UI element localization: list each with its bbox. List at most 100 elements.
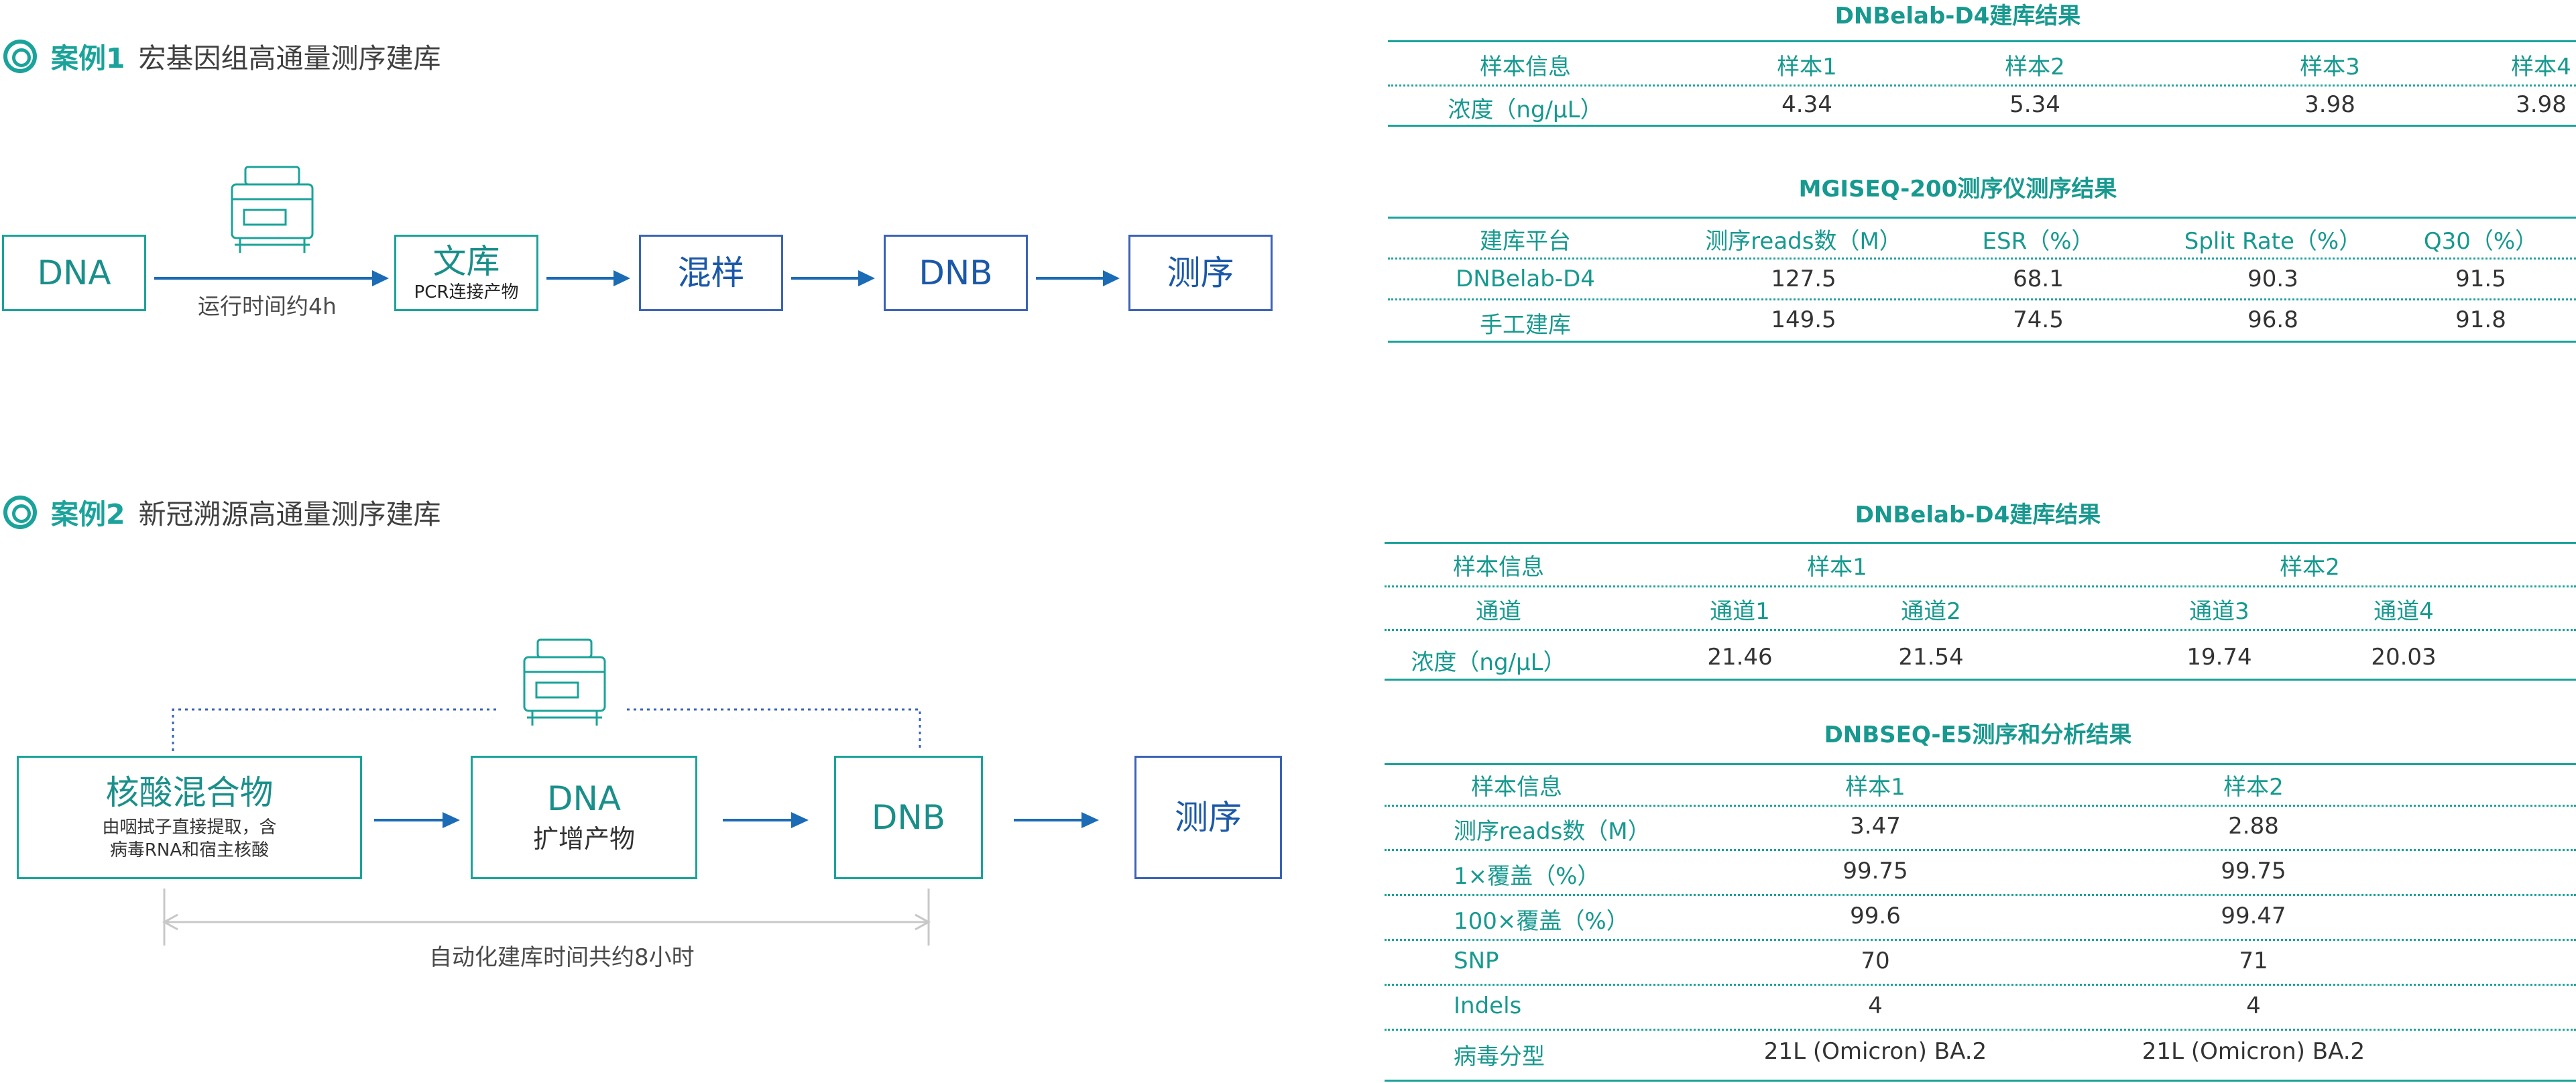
case1-t1-h1: 样本1	[1777, 54, 1837, 80]
case2-t2-r1c0: 1×覆盖（%）	[1454, 863, 1600, 890]
divider	[1388, 341, 2576, 343]
case2-nucleic-label: 核酸混合物	[105, 773, 274, 813]
case2-title: 新冠溯源高通量测序建库	[138, 498, 441, 530]
case1-t2-r1c1: 149.5	[1771, 306, 1836, 333]
case2-dnb-label: DNB	[871, 798, 946, 837]
case1-t1-r2: 5.34	[2009, 91, 2060, 118]
case2-t2-r0c2: 2.88	[2228, 813, 2279, 840]
case2-t2-r2c1: 99.6	[1850, 903, 1901, 929]
case2-heading: 案例2 新冠溯源高通量测序建库	[0, 485, 441, 538]
case2-t2-r3c0: SNP	[1454, 948, 1499, 974]
case1-table2-title: MGISEQ-200测序仪测序结果	[1798, 176, 2117, 203]
case2-t2-h2: 样本2	[2223, 774, 2284, 801]
case2-table1-title: DNBelab-D4建库结果	[1855, 502, 2101, 528]
case2-t2-r1c2: 99.75	[2221, 858, 2286, 885]
case2-t1-r1c4: 通道4	[2374, 598, 2434, 625]
instrument-icon	[231, 166, 314, 253]
case2-t1-r1c1: 通道1	[1710, 598, 1770, 625]
case2-t2-h1: 样本1	[1845, 774, 1906, 801]
case1-label: 案例1	[51, 42, 125, 74]
divider	[1388, 40, 2576, 42]
divider	[1388, 298, 2576, 300]
instrument-icon	[523, 638, 606, 726]
case1-dnb-label: DNB	[919, 253, 993, 292]
divider	[1385, 629, 2576, 631]
case2-t2-r0c0: 测序reads数（M）	[1454, 818, 1651, 845]
case1-t1-r0: 浓度（ng/μL）	[1448, 97, 1603, 123]
case2-seq-label: 测序	[1175, 798, 1242, 837]
divider	[1385, 805, 2576, 807]
case1-t2-r0c0: DNBelab-D4	[1456, 266, 1595, 292]
case2-nucleic-sub1: 由咽拭子直接提取，含	[102, 817, 277, 838]
divider	[1385, 849, 2576, 851]
divider	[1388, 217, 2576, 219]
case1-t2-r0c1: 127.5	[1771, 266, 1836, 292]
case1-library-box: 文库 PCR连接产物	[394, 235, 538, 311]
case2-t2-r0c1: 3.47	[1850, 813, 1901, 840]
case1-t2-r0c4: 91.5	[2455, 266, 2506, 292]
case2-t2-r4c1: 4	[1868, 992, 1883, 1019]
case1-seq-box: 测序	[1128, 235, 1273, 311]
case1-t1-r3: 3.98	[2304, 91, 2355, 118]
case2-t1-r2c3: 19.74	[2186, 644, 2252, 671]
case2-t1-r0c1: 样本1	[1807, 554, 1867, 581]
divider	[1385, 1029, 2576, 1031]
case1-mix-box: 混样	[639, 235, 783, 311]
divider	[1385, 939, 2576, 941]
case2-t2-r5c0: 病毒分型	[1454, 1043, 1545, 1070]
case1-t1-r1: 4.34	[1781, 91, 1832, 118]
case1-t2-h3: Split Rate（%）	[2184, 228, 2362, 255]
case1-t1-h3: 样本3	[2300, 54, 2360, 80]
case1-library-sub: PCR连接产物	[414, 282, 519, 303]
divider	[1385, 984, 2576, 986]
case2-nucleic-box: 核酸混合物 由咽拭子直接提取，含 病毒RNA和宿主核酸	[17, 756, 362, 879]
case1-t2-h0: 建库平台	[1480, 228, 1571, 255]
case2-t2-r2c2: 99.47	[2221, 903, 2286, 929]
case2-t1-r2c2: 21.54	[1898, 644, 1964, 671]
divider	[1385, 1080, 2576, 1082]
case2-t2-r5c1: 21L (Omicron) BA.2	[1763, 1038, 1987, 1065]
case2-t1-r1c0: 通道	[1476, 598, 1521, 625]
case1-arrows	[154, 270, 1120, 286]
case1-t2-r1c3: 96.8	[2247, 306, 2298, 333]
divider	[1385, 763, 2576, 765]
case1-t2-r0c3: 90.3	[2247, 266, 2298, 292]
case1-dna-box: DNA	[2, 235, 146, 311]
case1-t2-r1c0: 手工建库	[1480, 312, 1571, 339]
case1-t1-h0: 样本信息	[1480, 54, 1571, 80]
case2-t1-r0c0: 样本信息	[1453, 554, 1544, 581]
case1-t1-h4: 样本4	[2511, 54, 2571, 80]
case2-t2-r1c1: 99.75	[1842, 858, 1908, 885]
case1-library-label: 文库	[432, 242, 500, 282]
case2-bracket	[172, 708, 921, 751]
case1-t1-r4: 3.98	[2516, 91, 2567, 118]
case1-dnb-box: DNB	[884, 235, 1028, 311]
divider	[1385, 894, 2576, 896]
case1-dna-label: DNA	[37, 253, 111, 292]
case2-t1-r2c0: 浓度（ng/μL）	[1411, 649, 1566, 676]
case1-caption: 运行时间约4h	[198, 293, 337, 319]
case2-dna-sub: 扩增产物	[532, 824, 635, 854]
case1-title: 宏基因组高通量测序建库	[138, 42, 441, 74]
case1-t2-h2: ESR（%）	[1982, 228, 2095, 255]
case2-t2-r3c1: 70	[1861, 948, 1890, 974]
divider	[1385, 679, 2576, 681]
case2-arrows	[374, 812, 1099, 828]
case2-t1-r2c4: 20.03	[2371, 644, 2437, 671]
case2-t2-r5c2: 21L (Omicron) BA.2	[2142, 1038, 2365, 1065]
case1-mix-label: 混样	[677, 253, 745, 292]
case1-table1-title: DNBelab-D4建库结果	[1834, 3, 2081, 30]
case1-seq-label: 测序	[1167, 253, 1234, 292]
case2-t2-r4c0: Indels	[1454, 992, 1522, 1019]
case2-dnb-box: DNB	[834, 756, 983, 879]
case2-label: 案例2	[51, 498, 125, 530]
divider	[1385, 542, 2576, 544]
case1-t2-r1c2: 74.5	[2013, 306, 2064, 333]
case2-t2-h0: 样本信息	[1471, 774, 1562, 801]
case2-t1-r1c3: 通道3	[2189, 598, 2249, 625]
case1-t2-h4: Q30（%）	[2423, 228, 2538, 255]
case1-t1-h2: 样本2	[2005, 54, 2065, 80]
divider	[1388, 125, 2576, 127]
case1-t2-r0c2: 68.1	[2013, 266, 2064, 292]
case2-seq-box: 测序	[1134, 756, 1282, 879]
